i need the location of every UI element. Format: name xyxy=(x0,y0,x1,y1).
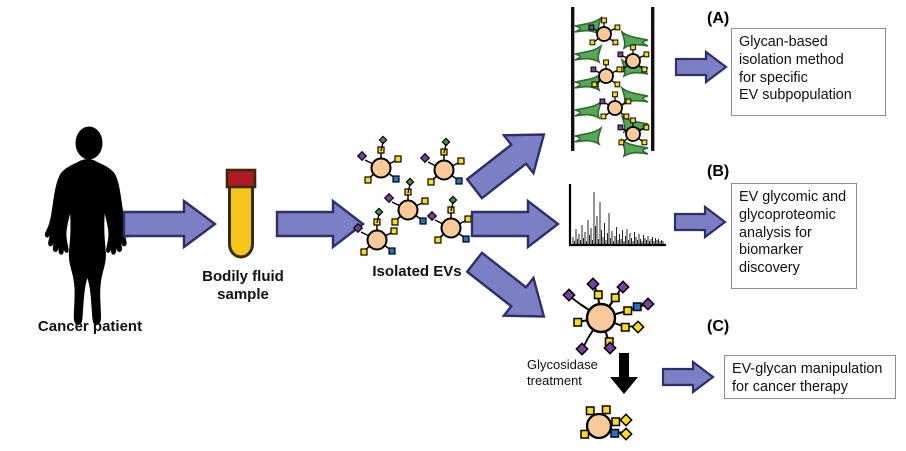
down-arrow-icon xyxy=(608,353,640,395)
sample-label: Bodily fluid sample xyxy=(191,268,295,303)
panel-b-line-5: discovery xyxy=(739,260,800,277)
panel-c-line-2: for cancer therapy xyxy=(732,378,848,395)
panel-a-tag: (A) xyxy=(707,10,730,27)
blood-collection-tube-icon xyxy=(220,166,262,262)
panel-b-tag: (B) xyxy=(707,163,730,180)
panel-c-line-1: EV-glycan manipulation xyxy=(732,361,883,377)
ev-after-treatment-icon xyxy=(572,403,642,449)
sample-label-line1: Bodily fluid xyxy=(202,268,284,285)
lectin-capture-icon xyxy=(560,4,665,157)
patient-label: Cancer patient xyxy=(37,318,143,335)
panel-b-line-4: biomarker xyxy=(739,242,803,259)
flow-arrow-panel-c xyxy=(661,359,715,395)
flow-arrow-branch-down xyxy=(463,251,557,328)
panel-a-line-3: for specific xyxy=(739,69,808,86)
panel-a-line-1: Glycan-based xyxy=(739,34,828,50)
flow-arrow-branch-mid xyxy=(470,198,560,250)
flow-arrow-panel-b xyxy=(673,204,727,240)
isolated-evs-label: Isolated EVs xyxy=(372,263,462,280)
ev-before-treatment-icon xyxy=(562,277,655,356)
panel-a-line-2: isolation method xyxy=(739,51,844,68)
flow-arrow-branch-up xyxy=(463,123,557,200)
panel-a-textbox: Glycan-based isolation method for specif… xyxy=(731,28,886,116)
patient-silhouette xyxy=(34,126,144,326)
glycosidase-label-line1: Glycosidase xyxy=(527,357,598,372)
panel-c-textbox: EV-glycan manipulation for cancer therap… xyxy=(724,355,896,399)
flow-arrow-1 xyxy=(122,198,218,250)
glycosidase-label-line2: treatment xyxy=(527,372,582,388)
mass-spectrum-icon xyxy=(566,182,668,254)
glycosidase-treatment-label: Glycosidase treatment xyxy=(527,357,607,388)
flow-arrow-panel-a xyxy=(674,49,728,85)
panel-c-tag: (C) xyxy=(707,318,730,335)
panel-b-textbox: EV glycomic and glycoproteomic analysis … xyxy=(731,183,857,289)
panel-b-line-3: analysis for xyxy=(739,224,812,241)
sample-label-line2: sample xyxy=(217,285,269,303)
panel-b-line-2: glycoproteomic xyxy=(739,206,836,223)
panel-a-line-4: EV subpopulation xyxy=(739,87,852,104)
panel-b-line-1: EV glycomic and xyxy=(739,189,847,205)
flow-arrow-2 xyxy=(275,198,365,250)
